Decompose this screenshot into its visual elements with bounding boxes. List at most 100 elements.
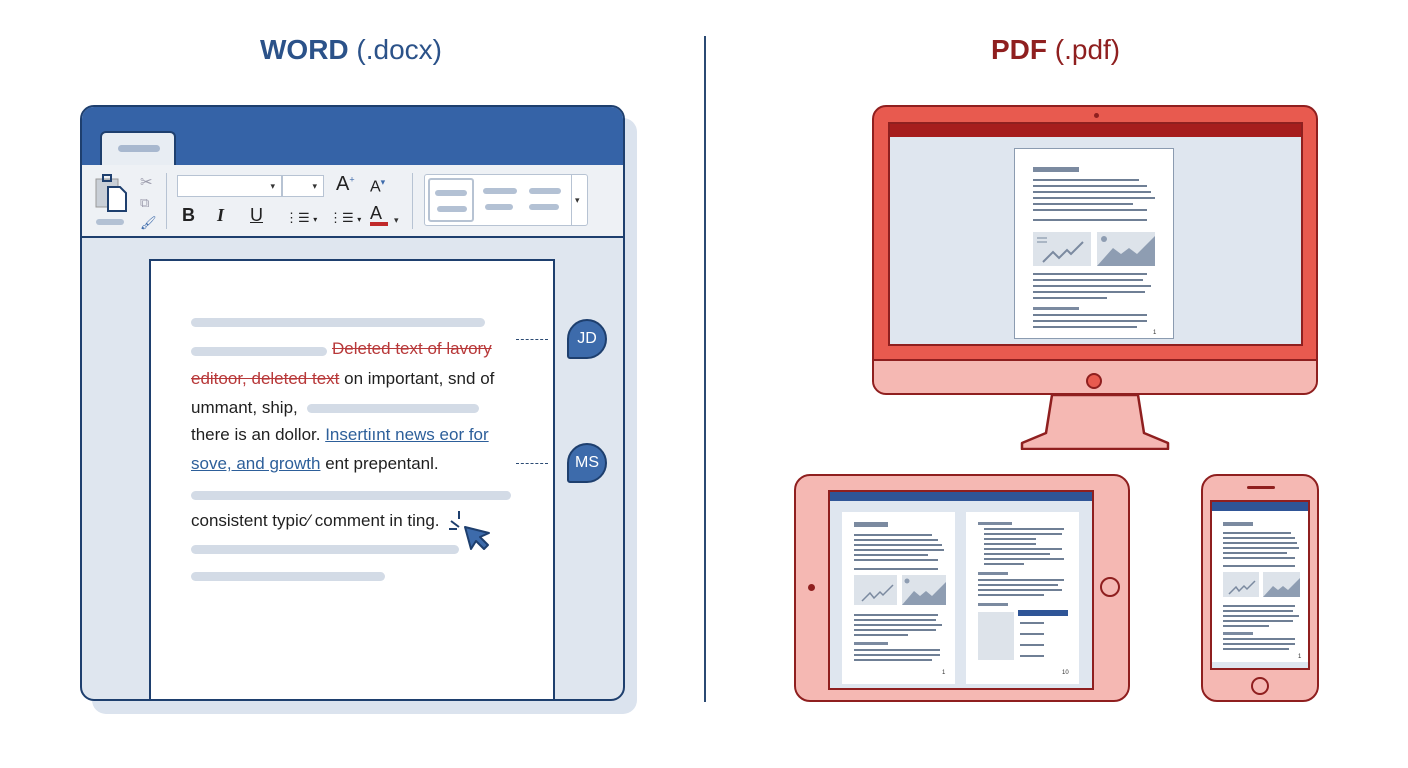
text-line [854, 568, 938, 570]
camera-dot [808, 584, 815, 591]
font-name-dropdown[interactable]: ▾ [177, 175, 282, 197]
home-button[interactable] [1251, 677, 1269, 695]
text-line [1033, 209, 1147, 211]
tracked-insertion[interactable]: sove, and growth [191, 454, 321, 473]
page-number: 1 [942, 670, 946, 676]
style-normal[interactable] [428, 178, 474, 222]
paintbrush-icon[interactable]: 🖌 [140, 215, 157, 230]
font-color-button[interactable]: A [370, 203, 388, 226]
numbering-button[interactable]: ⋮☰ ▾ [329, 210, 361, 226]
text-line [854, 619, 936, 621]
pdf-page-right[interactable]: 10 [966, 512, 1079, 684]
pdf-page[interactable]: 1 [1014, 148, 1174, 339]
text-line-placeholder [191, 491, 511, 500]
text-line-placeholder [307, 404, 479, 413]
italic-button[interactable]: I [217, 205, 225, 225]
text-line [1223, 615, 1299, 617]
paste-label-placeholder [96, 219, 124, 225]
pdf-title: PDF (.pdf) [991, 34, 1120, 66]
style-line [437, 206, 467, 212]
text-line [854, 654, 940, 656]
text-line [854, 629, 936, 631]
text-line [1223, 565, 1295, 567]
heading-placeholder [854, 522, 888, 527]
grow-font-button[interactable]: A+ [336, 173, 355, 195]
text-line [854, 534, 932, 536]
style-line [483, 188, 517, 194]
table-cell [1020, 633, 1044, 635]
text-line [854, 614, 938, 616]
heading-placeholder [1033, 167, 1079, 172]
chevron-down-icon: ▾ [270, 181, 275, 191]
text-line [1223, 648, 1289, 650]
text-line [854, 549, 944, 551]
bullet-line [984, 528, 1064, 530]
text-line [1033, 273, 1147, 275]
text-line [1033, 185, 1147, 187]
text-line [854, 544, 942, 546]
pdf-page-left[interactable]: 1 [842, 512, 955, 684]
word-title-bold: WORD [260, 34, 349, 65]
comment-bubble-jd[interactable]: JD [567, 319, 607, 359]
heading-placeholder [1223, 632, 1253, 635]
bullet-line [984, 548, 1062, 550]
power-button[interactable] [1086, 373, 1102, 389]
heading-placeholder [1223, 522, 1253, 526]
underline-button[interactable]: U [250, 205, 263, 225]
ribbon-tab-home[interactable] [100, 131, 176, 167]
viewer-toolbar [1212, 502, 1308, 511]
home-button[interactable] [1100, 577, 1120, 597]
comment-bubble-ms[interactable]: MS [567, 443, 607, 483]
text-line-placeholder [191, 318, 485, 327]
copy-icon[interactable]: ⧉ [140, 195, 150, 210]
font-color-swatch [370, 222, 388, 226]
bold-button[interactable]: B [182, 205, 195, 225]
bullets-button[interactable]: ⋮☰ ▾ [285, 210, 317, 226]
tablet-screen: 1 10 [828, 490, 1094, 690]
text-line [1223, 643, 1295, 645]
heading-placeholder [854, 642, 888, 645]
word-title: WORD (.docx) [260, 34, 442, 66]
gallery-more-icon[interactable]: ▾ [575, 195, 580, 205]
text-line [1033, 203, 1133, 205]
chart-thumbnails [1033, 232, 1155, 266]
table-cell [1020, 622, 1044, 624]
scissors-icon[interactable]: ✂ [140, 174, 153, 191]
camera-dot [1094, 113, 1099, 118]
tracked-deletion[interactable]: editoor, deleted text [191, 369, 340, 388]
ribbon-separator [412, 173, 413, 229]
text-line [1223, 547, 1299, 549]
text-line [1223, 552, 1287, 554]
text-line [1223, 610, 1293, 612]
text-line [978, 589, 1062, 591]
chevron-down-icon[interactable]: ▾ [394, 215, 399, 225]
styles-gallery[interactable]: ▾ [424, 174, 588, 226]
text-line [1033, 219, 1147, 221]
ribbon-separator [166, 173, 167, 229]
text-line [1033, 197, 1155, 199]
text-line [1033, 179, 1139, 181]
chart-thumbnails [854, 575, 946, 605]
tracked-insertion[interactable]: Insertiınt news eor for [325, 425, 489, 444]
word-window: ✂ ⧉ 🖌 ▾ ▾ A+ A▾ B I U ⋮☰ ▾ ⋮☰ ▾ A ▾ [80, 105, 625, 701]
shrink-font-button[interactable]: A▾ [370, 177, 386, 196]
text-line [1033, 285, 1151, 287]
text-line [1223, 557, 1295, 559]
text-line [854, 624, 942, 626]
doc-line-5: sove, and growth ent prepentanl. [191, 454, 439, 474]
style-heading2[interactable] [525, 178, 571, 222]
chevron-down-icon: ▾ [313, 215, 318, 224]
doc-text: ent prepentanl. [320, 454, 439, 473]
style-heading1[interactable] [479, 178, 525, 222]
clipboard-icon[interactable] [94, 173, 130, 213]
document-page[interactable]: Deleted text of lavory editoor, deleted … [149, 259, 555, 699]
page-number: 10 [1062, 670, 1069, 676]
speaker-grille [1247, 486, 1275, 489]
font-size-dropdown[interactable]: ▾ [282, 175, 324, 197]
bullet-line [984, 543, 1036, 545]
text-line [1033, 191, 1151, 193]
sidebar-box [978, 612, 1014, 660]
shrink-font-icon: A [370, 178, 381, 196]
tracked-deletion[interactable]: Deleted text of lavory [332, 339, 492, 358]
chevron-down-icon: ▾ [312, 181, 317, 191]
